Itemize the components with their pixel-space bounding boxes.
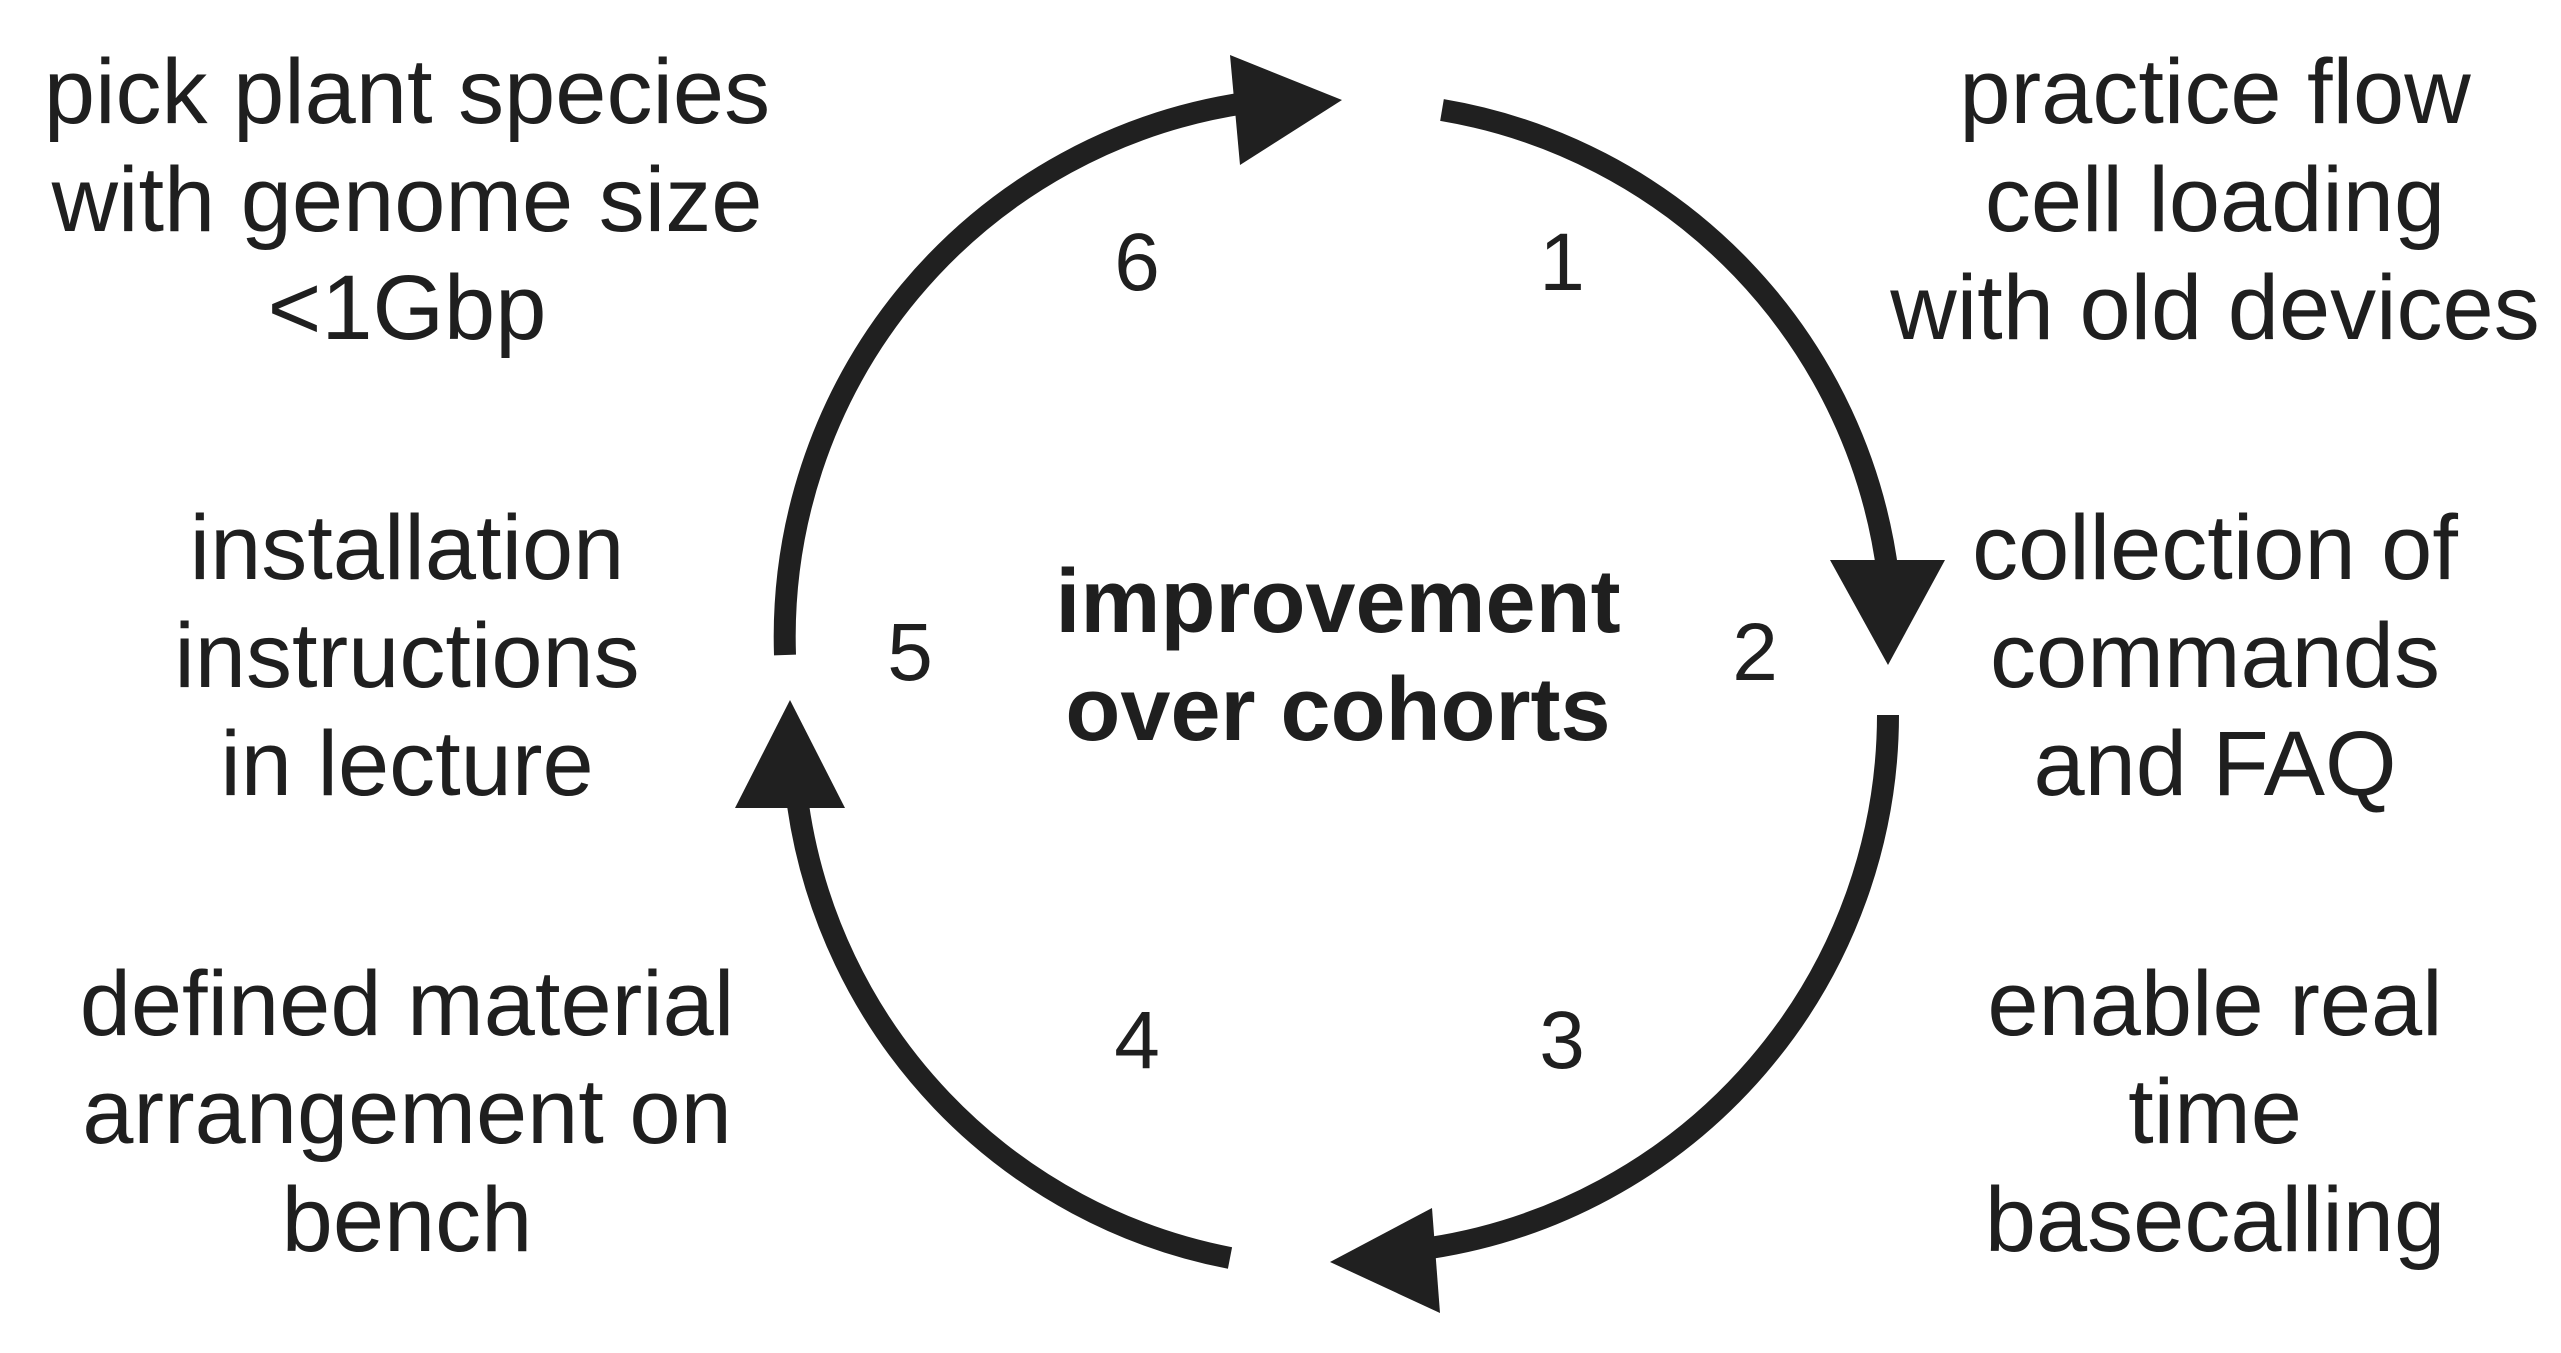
arc-step-4 — [787, 803, 1233, 1269]
step-5-line-1: installation — [189, 497, 625, 599]
step-number-6: 6 — [1114, 217, 1160, 308]
arc-step-6 — [773, 92, 1247, 656]
step-3-line-1: enable real — [1987, 953, 2443, 1055]
step-text-4: defined material arrangement on bench — [0, 950, 857, 1274]
step-text-5: installation instructions in lecture — [0, 494, 857, 818]
step-text-3: enable real time basecalling — [1765, 950, 2561, 1274]
arrow-heads — [735, 55, 1945, 1313]
center-title-line-1: improvement — [1055, 552, 1620, 652]
step-number-3: 3 — [1539, 995, 1585, 1086]
step-2-line-1: collection of — [1972, 497, 2458, 599]
arc-step-3 — [1428, 714, 1899, 1259]
center-title-line-2: over cohorts — [1065, 660, 1610, 760]
step-1-line-3: with old devices — [1890, 257, 2540, 359]
step-text-6: pick plant species with genome size <1Gb… — [0, 38, 857, 362]
step-numbers: 1 2 3 4 5 6 — [887, 217, 1778, 1086]
step-number-4: 4 — [1114, 995, 1160, 1086]
step-text-2: collection of commands and FAQ — [1765, 494, 2561, 818]
arrow-head-bottom — [1330, 1208, 1440, 1313]
step-2-line-3: and FAQ — [2033, 713, 2397, 815]
arrow-head-top — [1230, 55, 1342, 165]
step-6-line-1: pick plant species — [43, 41, 771, 143]
arrow-head-left — [735, 700, 845, 808]
step-text-1: practice flow cell loading with old devi… — [1765, 38, 2561, 362]
step-number-5: 5 — [887, 607, 933, 698]
step-5-line-3: in lecture — [220, 713, 594, 815]
step-1-line-1: practice flow — [1959, 41, 2471, 143]
step-number-1: 1 — [1539, 217, 1585, 308]
step-3-line-3: basecalling — [1984, 1169, 2446, 1271]
step-6-line-3: <1Gbp — [267, 257, 547, 359]
arrow-head-right — [1830, 560, 1945, 665]
step-4-line-3: bench — [281, 1169, 533, 1271]
arc-step-1 — [1440, 99, 1899, 577]
step-6-line-2: with genome size — [51, 149, 763, 251]
step-1-line-2: cell loading — [1984, 149, 2446, 251]
cycle-arcs — [773, 92, 1899, 1269]
step-4-line-2: arrangement on — [82, 1061, 732, 1163]
step-3-line-2: time — [2128, 1061, 2302, 1163]
step-2-line-2: commands — [1990, 605, 2440, 707]
step-5-line-2: instructions — [174, 605, 640, 707]
step-4-line-1: defined material — [79, 953, 735, 1055]
step-number-2: 2 — [1732, 607, 1778, 698]
center-title: improvement over cohorts — [1055, 552, 1620, 760]
